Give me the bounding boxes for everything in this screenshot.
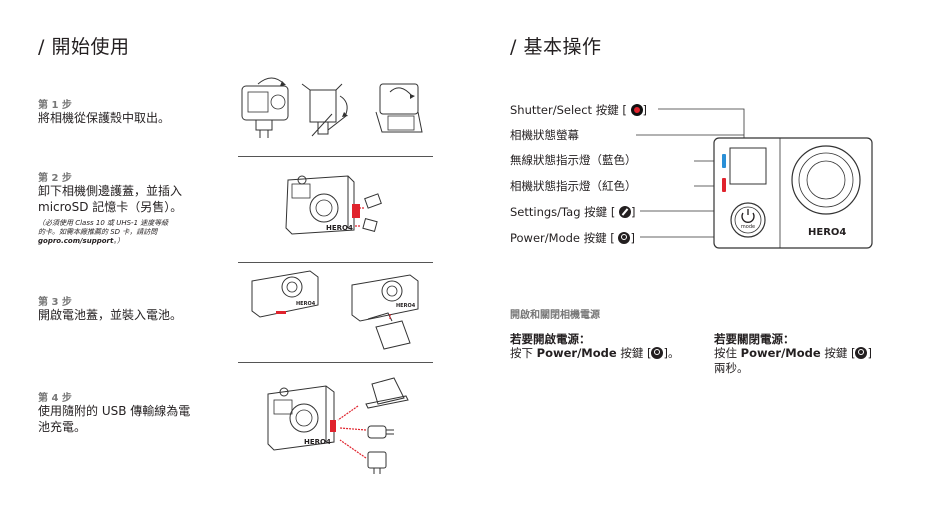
camera-brand-label: HERO4 <box>808 227 846 238</box>
settings-tag-icon <box>618 206 631 218</box>
shutter-select-callout: Shutter/Select 按鍵 [ ] <box>510 102 647 118</box>
power-on-heading: 若要開啟電源： <box>510 332 591 346</box>
divider-1 <box>238 156 433 157</box>
left-page-title: / 開始使用 <box>38 36 130 58</box>
step-2-text-line2: microSD 記憶卡（另售）。 <box>38 200 183 214</box>
settings-tag-callout: Settings/Tag 按鍵 [ ] <box>510 204 635 220</box>
divider-2 <box>238 262 433 263</box>
bracket-close: ] <box>642 103 648 117</box>
divider-3 <box>238 362 433 363</box>
power-off-duration: 兩秒。 <box>714 361 749 375</box>
power-section-title: 開啟和關閉相機電源 <box>510 310 600 321</box>
power-on-post: 按鍵 [ <box>616 346 652 360</box>
step-2-label: 第 2 步 <box>38 173 72 184</box>
step-3-illustration: HERO4 HERO4 <box>251 270 419 350</box>
step-3-label: 第 3 步 <box>38 297 72 308</box>
bracket-close: ] <box>630 205 636 219</box>
power-on-end: ]。 <box>663 346 680 360</box>
power-mode-label: Power/Mode 按鍵 [ <box>510 231 615 245</box>
status-led-marker <box>722 178 726 192</box>
power-on-pre: 按下 <box>510 346 537 360</box>
step-2-text-line1: 卸下相機側邊護蓋，並插入 <box>38 184 183 198</box>
svg-text:HERO4: HERO4 <box>326 224 353 232</box>
step-2-note: （必須使用 Class 10 或 UHS-1 速度等級 的卡。如需本廠推薦的 S… <box>38 219 168 246</box>
step-4-text-line2: 池充電。 <box>38 420 87 434</box>
step-1-text: 將相機從保護殼中取出。 <box>38 111 171 125</box>
shutter-select-label: Shutter/Select 按鍵 [ <box>510 103 627 117</box>
step-1-illustration <box>241 77 423 138</box>
wireless-led-callout: 無線狀態指示燈（藍色） <box>510 153 637 167</box>
shutter-button-icon <box>630 104 643 116</box>
power-off-heading: 若要關閉電源： <box>714 332 795 346</box>
step-4-text-line1: 使用隨附的 USB 傳輸線為電 <box>38 404 191 418</box>
svg-text:HERO4: HERO4 <box>396 303 416 309</box>
status-screen-callout: 相機狀態螢幕 <box>510 128 579 142</box>
step-4-illustration: HERO4 <box>267 377 409 474</box>
svg-text:HERO4: HERO4 <box>304 438 331 446</box>
power-on-bold: Power/Mode <box>536 346 617 360</box>
power-off-end: ] <box>867 346 872 360</box>
camera-front-diagram: mode HERO4 <box>636 108 873 249</box>
step-2-illustration: HERO4 <box>285 175 382 235</box>
power-button-icon <box>651 347 664 359</box>
step-2-note-line2: 的卡。如需本廠推薦的 SD 卡，請訪問 <box>38 228 158 236</box>
step-2-note-line1: （必須使用 Class 10 或 UHS-1 速度等級 <box>38 219 169 227</box>
power-mode-callout: Power/Mode 按鍵 [ ] <box>510 230 635 246</box>
step-3-text: 開啟電池蓋，並裝入電池。 <box>38 308 183 322</box>
step-2-note-end: 。） <box>113 237 124 245</box>
mode-button-label: mode <box>741 224 755 230</box>
svg-text:HERO4: HERO4 <box>296 301 316 307</box>
step-4-label: 第 4 步 <box>38 393 72 404</box>
power-on-instruction: 按下 Power/Mode 按鍵 [ ]。 <box>510 346 679 360</box>
step-1-label: 第 1 步 <box>38 100 72 111</box>
power-off-instruction: 按住 Power/Mode 按鍵 [] <box>714 346 872 360</box>
power-off-post: 按鍵 [ <box>820 346 856 360</box>
settings-tag-label: Settings/Tag 按鍵 [ <box>510 205 616 219</box>
power-off-bold: Power/Mode <box>740 346 821 360</box>
power-button-icon <box>855 347 868 359</box>
support-link[interactable]: gopro.com/support <box>38 237 114 245</box>
right-page-title: / 基本操作 <box>510 36 602 58</box>
power-button-icon <box>618 232 631 244</box>
power-off-pre: 按住 <box>714 346 741 360</box>
wireless-led-marker <box>722 154 726 168</box>
bracket-close: ] <box>630 231 635 245</box>
status-led-callout: 相機狀態指示燈（紅色） <box>510 179 637 193</box>
